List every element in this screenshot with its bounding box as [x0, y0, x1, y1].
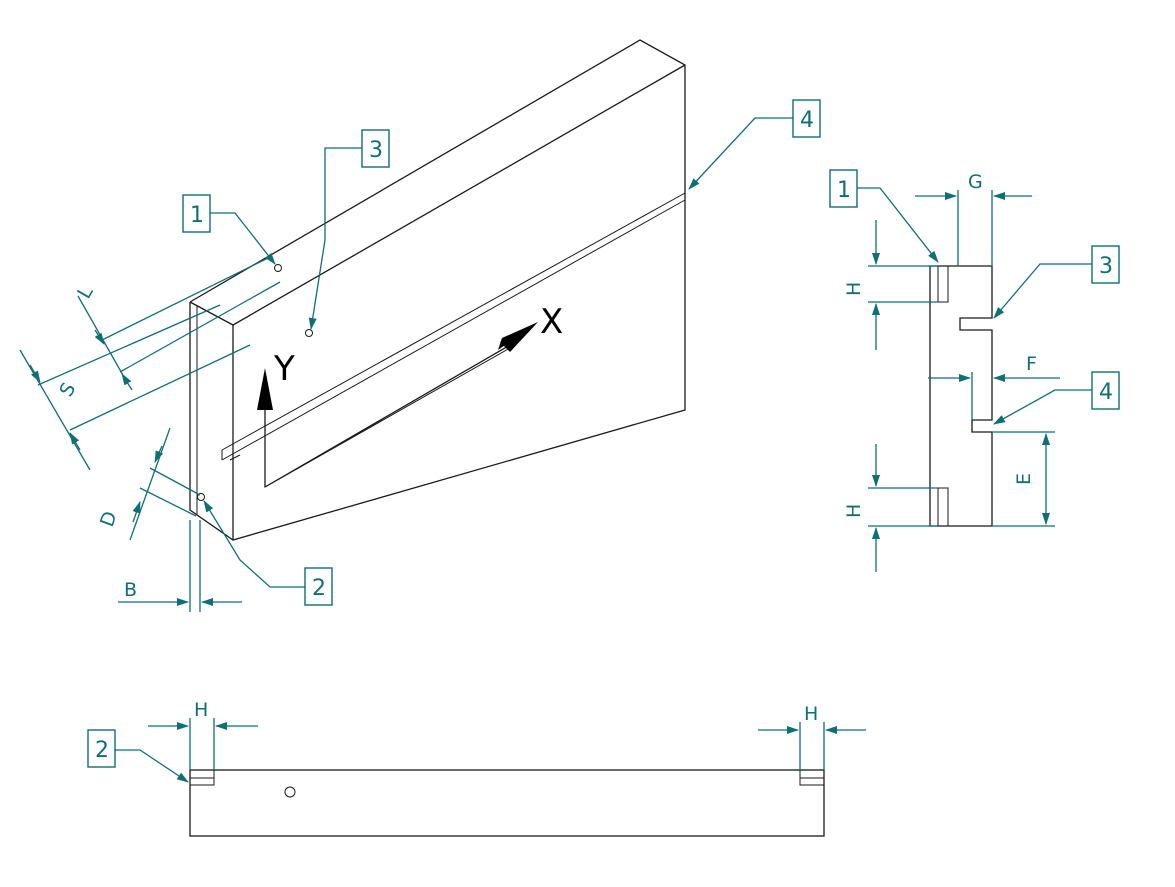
callout-2: 2	[203, 500, 333, 606]
svg-text:E: E	[1013, 473, 1035, 485]
x-axis-label: X	[540, 302, 563, 342]
dimension-E: E	[992, 431, 1055, 527]
coordinate-frame: Y X	[257, 302, 563, 488]
side-callout-3: 3	[993, 245, 1120, 319]
bottom-hole	[284, 786, 296, 798]
svg-text:H: H	[843, 504, 865, 518]
svg-text:G: G	[968, 171, 983, 193]
bottom-section-body	[189, 769, 825, 837]
svg-text:H: H	[843, 282, 865, 296]
svg-text:F: F	[1026, 353, 1037, 375]
dimension-D: D	[96, 427, 201, 541]
callout-3: 3	[308, 129, 390, 330]
svg-text:3: 3	[1099, 254, 1113, 279]
svg-text:L: L	[73, 282, 98, 303]
hole-2	[197, 493, 205, 501]
svg-text:4: 4	[1099, 380, 1113, 405]
svg-text:B: B	[124, 579, 137, 601]
block-outline	[189, 39, 686, 541]
svg-text:3: 3	[369, 138, 383, 163]
hole-1	[274, 264, 282, 272]
side-section-body	[929, 265, 993, 527]
dimension-F: F	[928, 353, 1060, 420]
side-section-view: G H F E H	[829, 169, 1120, 572]
dimension-G: G	[915, 171, 1032, 266]
bottom-callout-2: 2	[87, 729, 189, 783]
y-axis-label: Y	[273, 349, 295, 389]
svg-text:2: 2	[312, 576, 326, 601]
svg-text:4: 4	[800, 108, 814, 133]
callout-1: 1	[182, 194, 276, 265]
svg-text:1: 1	[837, 178, 851, 203]
bottom-section-view: H H 2	[87, 699, 866, 837]
side-slot-bottom	[937, 487, 949, 527]
side-callout-1: 1	[829, 169, 939, 263]
dimension-S: S	[19, 304, 251, 471]
svg-text:D: D	[96, 508, 122, 529]
svg-text:H: H	[804, 703, 818, 725]
svg-text:2: 2	[95, 738, 109, 763]
bottom-dimension-H-right: H	[758, 703, 866, 770]
svg-text:S: S	[55, 379, 80, 400]
svg-text:H: H	[194, 699, 208, 721]
bottom-dimension-H-left: H	[148, 699, 258, 770]
groove-line	[221, 192, 686, 461]
isometric-view: Y X 1 3 4 2	[19, 39, 821, 612]
dimension-H-top: H	[843, 220, 938, 350]
side-callout-4: 4	[993, 371, 1120, 425]
side-slot-top	[937, 265, 949, 303]
dimension-B: B	[118, 520, 242, 612]
svg-text:1: 1	[190, 203, 204, 228]
callout-4: 4	[688, 99, 821, 190]
dimension-H-bottom: H	[843, 444, 938, 572]
hole-3	[305, 329, 313, 337]
